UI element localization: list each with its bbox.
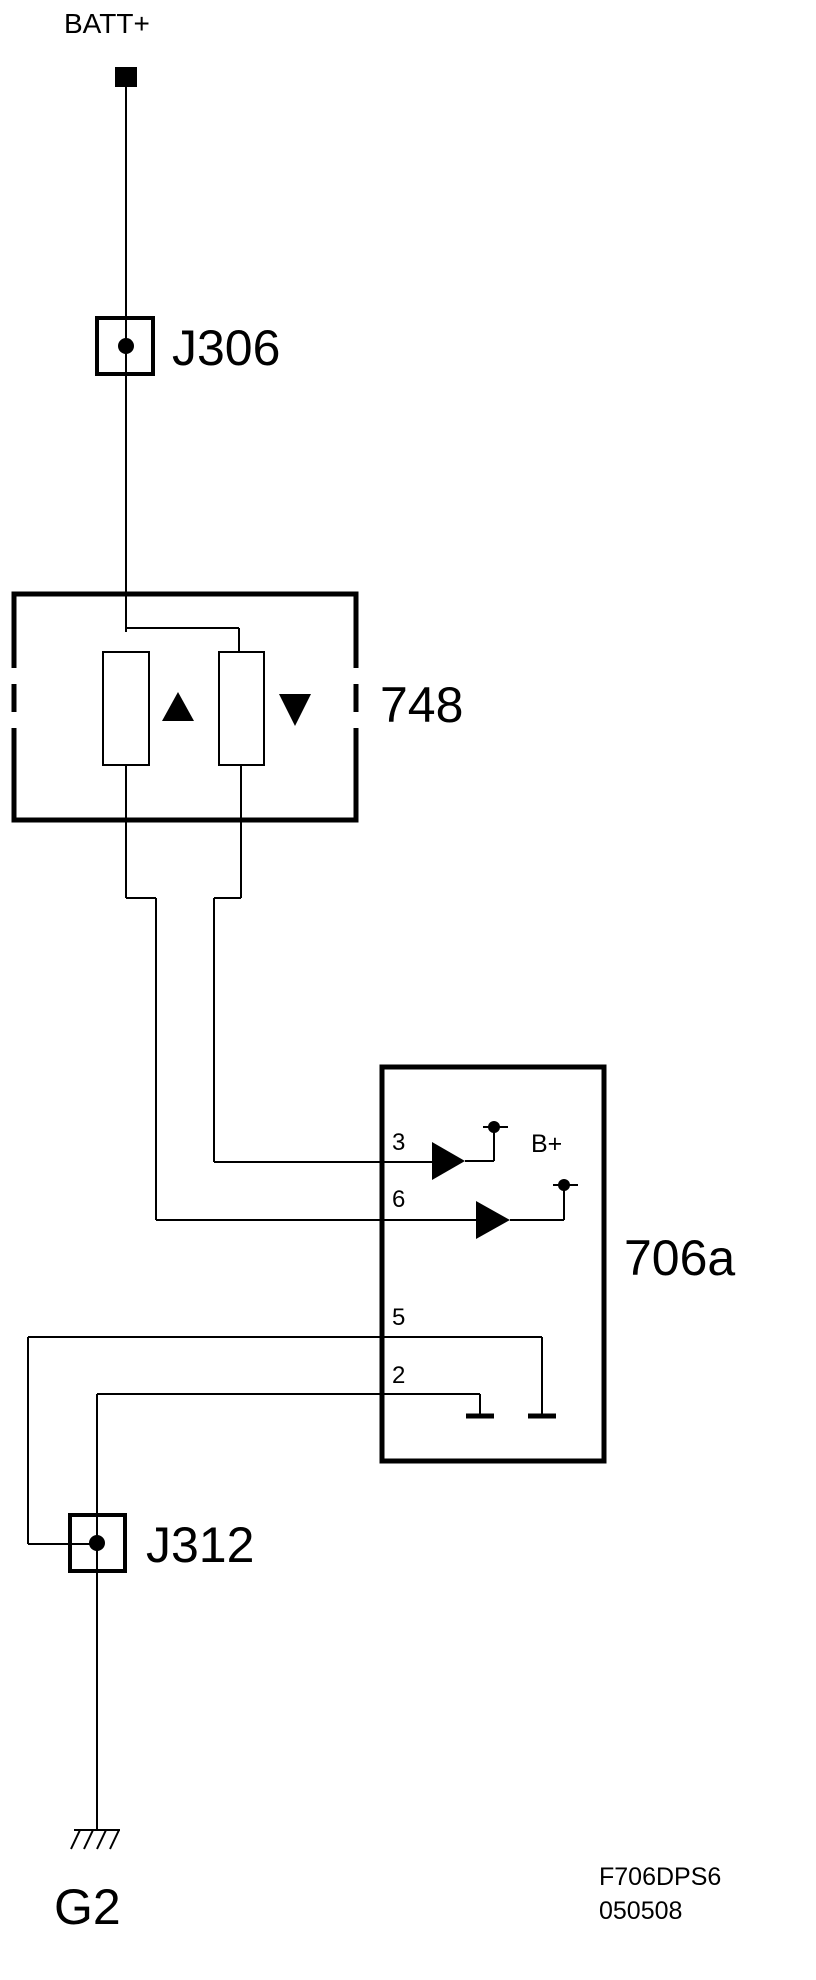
ground-label: G2	[54, 1879, 121, 1935]
footer-date: 050508	[599, 1897, 682, 1925]
switch-contact-up	[102, 651, 150, 766]
up-arrow-icon	[162, 692, 194, 721]
battery-label: BATT+	[64, 8, 150, 39]
module-706a-label: 706a	[624, 1230, 735, 1286]
connector-j306-label: J306	[172, 320, 280, 376]
connector-j312-dot	[89, 1535, 105, 1551]
pin-6-bplus-dot	[558, 1179, 570, 1191]
connector-j312-box	[68, 1513, 127, 1573]
pin-5-label: 5	[392, 1304, 405, 1331]
connector-j312-label: J312	[146, 1517, 254, 1573]
ground-hatch-4	[109, 1829, 120, 1850]
pin-6-label: 6	[392, 1186, 405, 1213]
pin-3-bplus-dot	[488, 1121, 500, 1133]
ground-hatch-2	[83, 1829, 94, 1850]
pin-2-label: 2	[392, 1362, 405, 1389]
ground-hatch-3	[96, 1829, 107, 1850]
connector-j306-dot	[118, 338, 134, 354]
pin-3-arrow	[432, 1142, 465, 1180]
battery-terminal	[115, 67, 137, 87]
bplus-label: B+	[531, 1130, 562, 1158]
down-arrow-icon	[279, 694, 311, 726]
pin-3-label: 3	[392, 1129, 405, 1156]
switch-748-housing	[11, 591, 359, 823]
switch-748-label: 748	[380, 677, 463, 733]
ground-hatch-1	[70, 1829, 81, 1850]
footer-code: F706DPS6	[599, 1863, 721, 1891]
module-706a-box	[379, 1064, 607, 1464]
switch-contact-down	[218, 651, 265, 766]
pin-6-arrow	[476, 1201, 510, 1239]
connector-j306-box	[95, 316, 155, 376]
